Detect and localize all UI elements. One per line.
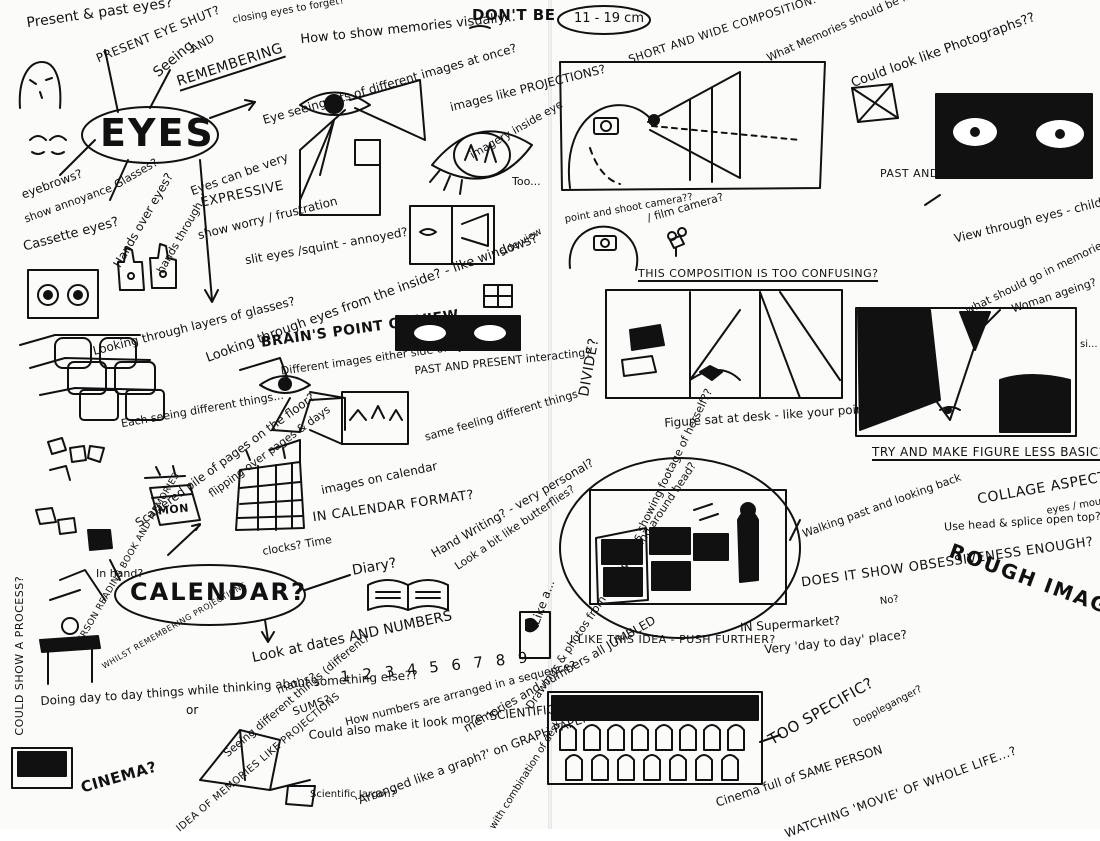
calendar-grid-sketch xyxy=(235,439,305,531)
calendar-bubble xyxy=(114,564,306,626)
window-sketch xyxy=(483,284,513,308)
scattered-pages-sketch xyxy=(35,437,113,551)
label-size-range: 11 - 19 cm xyxy=(574,11,644,26)
composition-box-2 xyxy=(605,289,843,399)
eye-imagery-sketch xyxy=(429,130,533,195)
label-or: or xyxy=(186,703,199,717)
eye-diff-images-sketch xyxy=(239,357,346,433)
head-camera-sketch xyxy=(568,225,687,271)
cinema-audience-sketch xyxy=(547,691,763,785)
label-too-confusing: THIS COMPOSITION IS TOO CONFUSING? xyxy=(638,267,879,282)
label-dont-be: DON'T BE xyxy=(472,6,556,24)
mon-calendar-sketch xyxy=(144,465,201,526)
eye-book-sketch xyxy=(409,205,495,265)
label-i-like-this: I LIKE THIS IDEA - PUSH FURTHER? xyxy=(570,633,776,646)
butterfly-notes-sketch xyxy=(519,611,551,659)
label-too: Too... xyxy=(512,175,541,188)
book-spine xyxy=(548,0,552,829)
photograph-sketch xyxy=(851,83,899,123)
cinema-sketch xyxy=(11,747,73,789)
brain-pov-eyes-box xyxy=(395,315,521,351)
label-in-hand: In hand? xyxy=(96,567,144,580)
label-could-show-process: COULD SHOW A PROCESS? xyxy=(13,575,27,736)
eye-projection-sketch xyxy=(299,79,426,216)
composition-box-1 xyxy=(559,61,826,191)
calendar-title: CALENDAR? xyxy=(130,578,307,606)
diary-book-sketch xyxy=(367,579,449,611)
supermarket-bubble xyxy=(559,457,801,639)
layered-glasses-sketch xyxy=(19,334,165,421)
head-sketch-topleft xyxy=(18,61,62,109)
hands-sketch xyxy=(117,243,177,291)
composition-box-3 xyxy=(855,307,1077,437)
same-feeling-frame xyxy=(309,391,409,445)
projection-box-sketch xyxy=(199,729,316,807)
cassette-eyes-sketch xyxy=(27,269,99,319)
two-eyes-black-box xyxy=(935,93,1093,179)
label-si: si... xyxy=(1080,339,1098,350)
label-past-and-present: PAST AND PRESENT? xyxy=(880,167,1003,180)
label-scientific-jargon: Scientific Jargon? xyxy=(310,789,396,800)
person-reading-sketch xyxy=(39,569,106,685)
eyes-title: EYES xyxy=(100,111,215,155)
size-bubble xyxy=(557,5,651,35)
supermarket-screens-sketch xyxy=(589,489,787,605)
eyebrow-sketch xyxy=(29,135,67,155)
label-try-and-make: TRY AND MAKE FIGURE LESS BASIC? xyxy=(872,446,1100,461)
